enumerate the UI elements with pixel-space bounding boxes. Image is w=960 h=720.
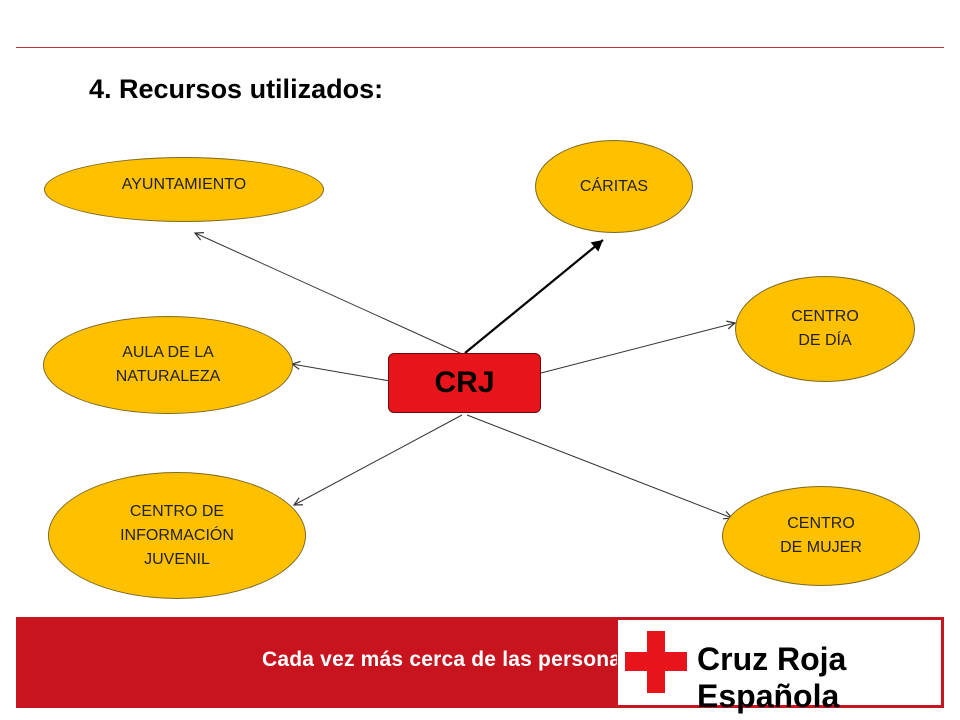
link-centro-dia — [540, 323, 735, 374]
slide-title: 4. Recursos utilizados: — [89, 74, 384, 104]
link-ayuntamiento — [195, 233, 463, 355]
link-centro-informacion — [294, 414, 463, 505]
link-aula-naturaleza — [292, 364, 391, 382]
organization-name: Cruz Roja Española — [697, 641, 847, 714]
node-centro-mujer: CENTRO DE MUJER — [722, 486, 920, 586]
top-divider — [16, 47, 944, 48]
red-cross-logo-horizontal — [625, 652, 687, 671]
link-caritas — [464, 239, 604, 354]
link-centro-mujer — [466, 414, 732, 518]
node-centro-dia: CENTRO DE DÍA — [735, 276, 915, 382]
node-ayuntamiento: AYUNTAMIENTO — [44, 157, 324, 222]
node-aula-naturaleza: AULA DE LA NATURALEZA — [43, 316, 293, 414]
node-caritas: CÁRITAS — [535, 140, 693, 233]
center-node-crj: CRJ — [388, 353, 541, 413]
node-centro-informacion: CENTRO DE INFORMACIÓN JUVENIL — [48, 472, 306, 599]
footer-slogan: Cada vez más cerca de las personas — [262, 648, 634, 671]
